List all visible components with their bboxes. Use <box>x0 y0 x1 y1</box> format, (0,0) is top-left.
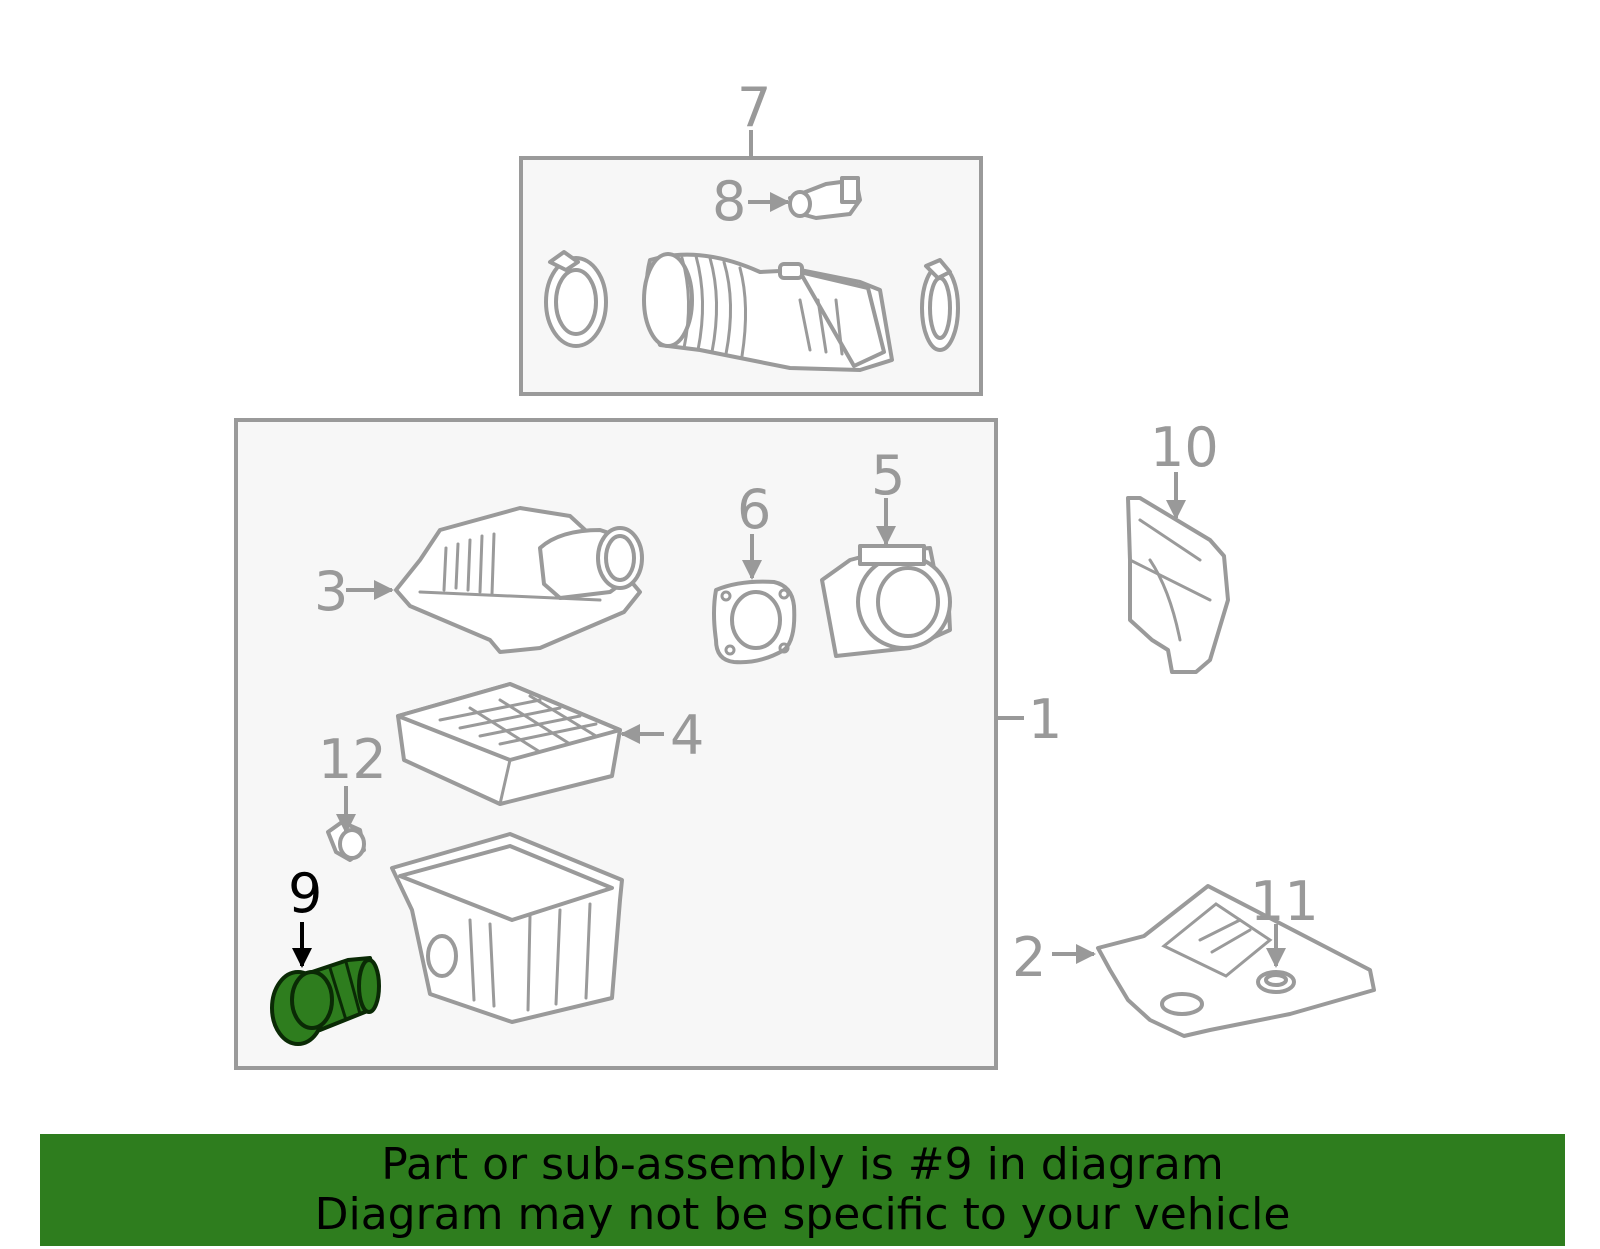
callout-4: 4 <box>670 704 704 767</box>
part-6-gasket[interactable] <box>712 579 797 665</box>
banner-line-2: Diagram may not be specific to your vehi… <box>314 1189 1291 1240</box>
callout-10: 10 <box>1150 416 1219 479</box>
lower-housing[interactable] <box>390 832 624 1024</box>
part-2-tray[interactable] <box>1096 884 1376 1038</box>
callout-8: 8 <box>712 170 746 233</box>
callout-7: 7 <box>737 76 771 139</box>
hose-clamp-left[interactable] <box>544 250 608 348</box>
part-8-sensor[interactable] <box>788 176 862 220</box>
callout-12: 12 <box>318 728 387 791</box>
part-9-highlighted[interactable] <box>270 956 381 1046</box>
part-5-maf-housing[interactable] <box>820 544 952 658</box>
part-11-grommet[interactable] <box>1256 970 1296 994</box>
callout-6: 6 <box>737 478 771 541</box>
info-banner: Part or sub-assembly is #9 in diagram Di… <box>40 1134 1565 1246</box>
callout-9: 9 <box>288 862 322 925</box>
intake-duct[interactable] <box>642 252 894 372</box>
hose-clamp-right[interactable] <box>920 258 960 352</box>
callout-5: 5 <box>871 444 905 507</box>
callout-2: 2 <box>1012 926 1046 989</box>
banner-line-1: Part or sub-assembly is #9 in diagram <box>381 1139 1224 1190</box>
part-3-upper-housing[interactable] <box>394 506 644 654</box>
callout-3: 3 <box>314 560 348 623</box>
part-10-bracket[interactable] <box>1126 496 1230 674</box>
callout-1: 1 <box>1028 688 1062 751</box>
part-4-air-filter[interactable] <box>396 682 622 806</box>
callout-11: 11 <box>1250 870 1319 933</box>
